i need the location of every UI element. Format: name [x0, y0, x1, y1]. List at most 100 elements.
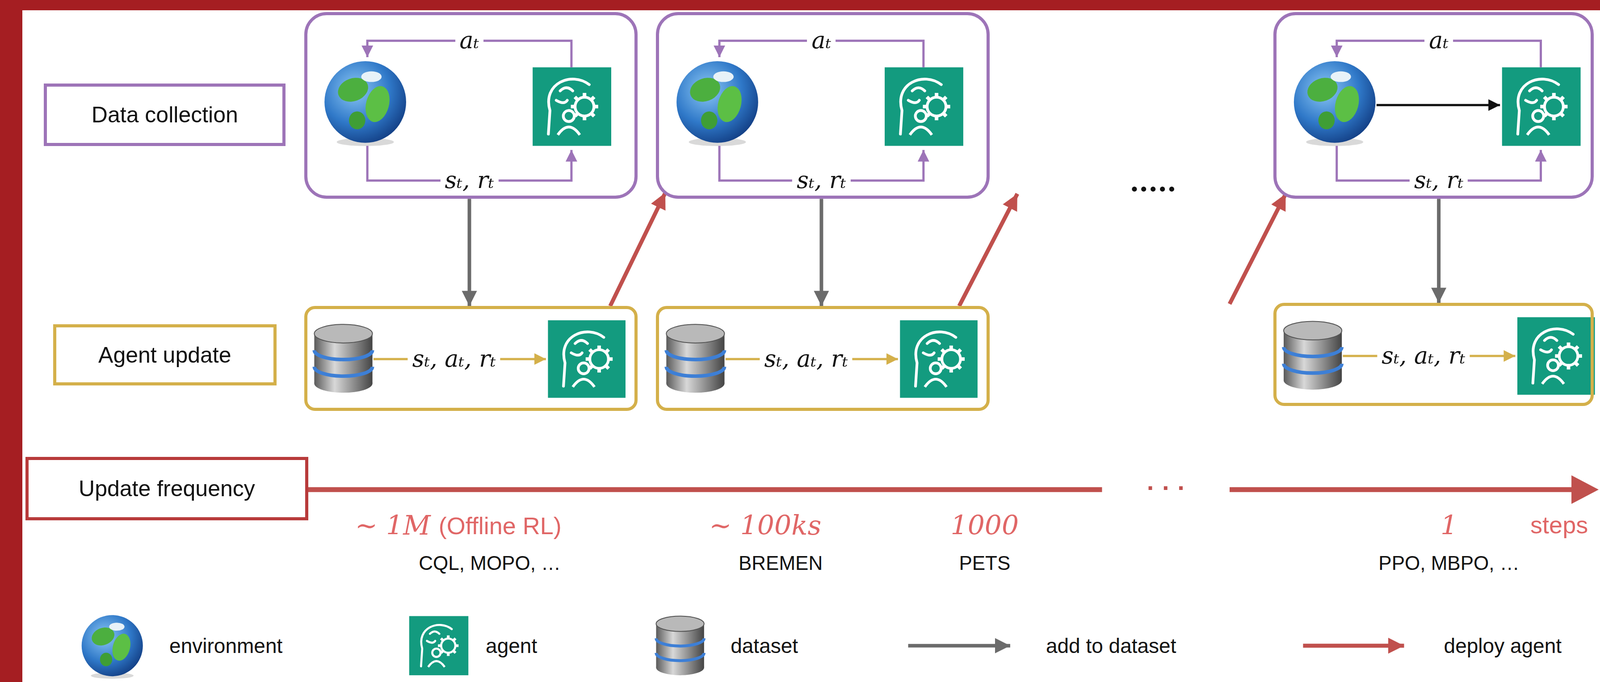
row-header-box: Data collection: [43, 83, 286, 146]
gear-tooth: [1560, 96, 1564, 101]
gear-tooth: [597, 368, 601, 373]
agent-square: [532, 67, 612, 147]
legend-text: deploy agent: [1444, 634, 1562, 658]
agent-gear: [941, 349, 961, 369]
agent-person: [930, 363, 941, 374]
agent-square: [1517, 317, 1596, 395]
globe-sea: [324, 61, 407, 143]
label: steps: [1530, 512, 1588, 539]
gear-tooth: [949, 345, 954, 350]
label: ∼ 100ks: [709, 510, 822, 541]
db-band: [314, 350, 373, 360]
agent-icon: [1517, 317, 1596, 395]
gear-tooth: [1540, 104, 1545, 109]
gear-tooth: [957, 365, 962, 370]
label: 1: [1440, 510, 1458, 541]
gear-tooth: [575, 96, 579, 101]
gear-tooth: [945, 104, 950, 109]
gear-tooth: [608, 357, 613, 362]
continent: [361, 83, 394, 126]
agent-person: [915, 110, 927, 122]
db-band: [666, 366, 725, 377]
continent: [1318, 111, 1336, 130]
data-collection-box: aₜ sₜ, rₜ: [655, 12, 990, 199]
label: 1000: [950, 510, 1020, 541]
gear-tooth: [1558, 346, 1563, 350]
agent-brain: [427, 631, 440, 643]
agent-gear: [589, 349, 609, 369]
label: ∼ 1M: [355, 510, 431, 541]
agent-gear: [575, 97, 594, 117]
transition-label: sₜ, aₜ, rₜ: [407, 346, 501, 372]
deploy-arrow: [610, 193, 666, 307]
ice: [1330, 71, 1352, 83]
agent-person: [432, 648, 441, 658]
data-collection-box: aₜsₜ, rₜ: [304, 12, 639, 199]
deploy-arrow: [1229, 193, 1286, 305]
continent: [701, 111, 718, 130]
dataset-icon: [1283, 321, 1342, 390]
agent-icon: [884, 67, 964, 147]
db-band: [655, 638, 704, 647]
state-reward-label: sₜ, rₜ: [440, 167, 499, 194]
agent-person: [563, 110, 575, 122]
globe-sea: [81, 615, 143, 677]
ice: [361, 71, 382, 83]
db-band: [655, 653, 704, 661]
gear-tooth: [1552, 116, 1556, 121]
agent-icon: [1502, 67, 1581, 147]
gear-tooth: [446, 635, 450, 639]
db-top: [314, 324, 373, 344]
agent-brain: [1525, 87, 1543, 103]
agent-icon: [899, 320, 978, 399]
globe-icon: [81, 615, 143, 680]
gear-tooth: [571, 104, 576, 109]
gear-tooth: [605, 365, 609, 370]
gear-tooth: [937, 357, 942, 362]
agent-icon: [409, 616, 469, 676]
transition-label: sₜ, aₜ, rₜ: [1377, 343, 1470, 369]
agent-brain: [556, 87, 573, 103]
agent-gear: [927, 97, 946, 117]
deploy-arrow: [959, 193, 1018, 307]
agent-shoulders: [557, 126, 580, 135]
label: BREMEN: [738, 552, 823, 574]
gear-tooth: [455, 644, 459, 648]
globe-icon: [1293, 61, 1376, 147]
gear-tooth: [593, 104, 598, 109]
state-reward-label: sₜ, rₜ: [792, 167, 851, 194]
agent-shoulders: [1527, 126, 1550, 135]
agent-update-box: sₜ, aₜ, rₜ: [655, 306, 990, 412]
db-top: [655, 616, 704, 632]
agent-icon: [532, 67, 612, 147]
label: CQL, MOPO, …: [418, 552, 561, 574]
legend-text: add to dataset: [1045, 634, 1177, 658]
label: PETS: [958, 552, 1011, 574]
gear-tooth: [440, 638, 444, 641]
label: · · ·: [1140, 474, 1193, 502]
gear-tooth: [1544, 96, 1548, 101]
action-label: aₜ: [807, 28, 836, 54]
ice: [109, 622, 125, 631]
gear-tooth: [960, 357, 965, 362]
label: .....: [1129, 167, 1176, 197]
gear-tooth: [1574, 346, 1579, 350]
continent: [713, 83, 746, 126]
globe-icon: [676, 61, 759, 147]
transition-label: sₜ, aₜ, rₜ: [760, 346, 853, 372]
agent-square: [409, 616, 469, 676]
add-to-dataset-arrow: [467, 198, 472, 307]
db-top: [666, 324, 725, 344]
gear-tooth: [585, 357, 590, 362]
gear-tooth: [934, 92, 939, 97]
gear-tooth: [453, 650, 456, 654]
gear-tooth: [605, 349, 609, 353]
gear-tooth: [453, 638, 456, 641]
agent-gear: [440, 638, 456, 654]
globe-sea: [676, 61, 759, 143]
agent-update-box: sₜ, aₜ, rₜ: [1273, 302, 1594, 407]
agent-shoulders: [924, 379, 947, 387]
gear-tooth: [446, 653, 450, 657]
legend-text: environment: [169, 634, 283, 658]
